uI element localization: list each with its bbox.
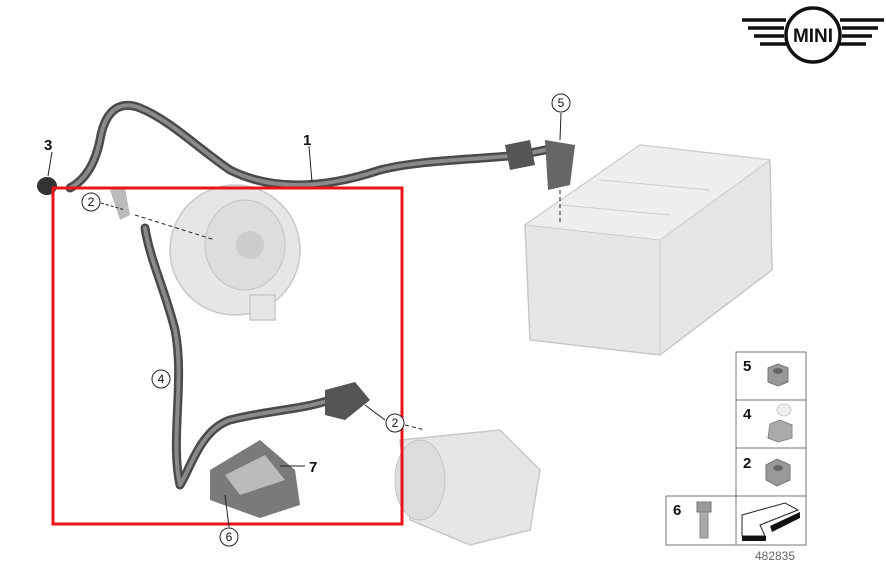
callout-6: 6 xyxy=(219,527,239,547)
svg-text:4: 4 xyxy=(158,372,165,386)
svg-text:2: 2 xyxy=(743,455,751,472)
legend-item-6: 6 xyxy=(673,501,712,539)
svg-text:2: 2 xyxy=(88,195,95,209)
alternator xyxy=(169,184,301,321)
callout-1: 1 xyxy=(303,132,311,149)
callout-2b: 2 xyxy=(385,413,405,433)
clip-icon xyxy=(767,419,793,443)
svg-text:6: 6 xyxy=(226,530,233,544)
cable-bracket xyxy=(210,440,300,518)
callout-5: 5 xyxy=(551,93,571,113)
callout-4: 4 xyxy=(151,369,171,389)
hex-nut-icon xyxy=(765,458,791,487)
svg-text:4: 4 xyxy=(743,406,752,423)
battery xyxy=(523,144,773,356)
svg-text:1: 1 xyxy=(303,132,311,149)
highlight-box xyxy=(51,186,404,526)
svg-text:2: 2 xyxy=(392,416,399,430)
mini-logo: MINI xyxy=(742,6,884,64)
svg-text:3: 3 xyxy=(44,137,52,154)
parts-legend xyxy=(665,351,807,546)
legend-item-2: 2 xyxy=(743,455,791,487)
starter-motor xyxy=(394,429,541,546)
svg-text:7: 7 xyxy=(309,459,317,476)
bolt-icon xyxy=(696,501,712,539)
diagram-number: 482835 xyxy=(755,549,795,563)
callout-3: 3 xyxy=(44,137,52,154)
arrow-icon xyxy=(741,502,800,541)
legend-item-4: 4 xyxy=(743,403,793,443)
svg-text:MINI: MINI xyxy=(793,26,833,47)
callout-2a: 2 xyxy=(81,192,101,212)
svg-text:5: 5 xyxy=(558,96,565,110)
flange-nut-icon xyxy=(767,363,789,387)
svg-text:6: 6 xyxy=(673,502,681,519)
callout-7: 7 xyxy=(309,459,317,476)
legend-item-5: 5 xyxy=(743,358,789,387)
svg-text:5: 5 xyxy=(743,358,751,375)
